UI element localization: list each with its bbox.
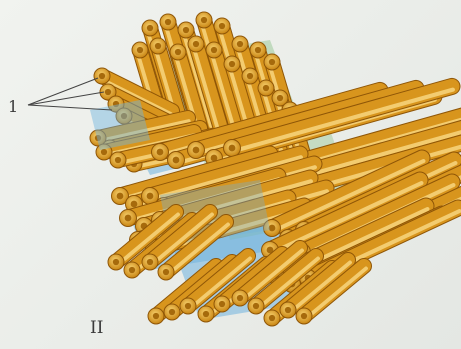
rod-hole [277, 95, 283, 101]
rod-hole [131, 201, 138, 208]
rod-hole [173, 157, 180, 164]
rod-hole [157, 149, 164, 156]
rod-hole [125, 215, 132, 222]
rod-hole [183, 27, 189, 33]
rod-hole [105, 89, 111, 95]
rod-hole [137, 47, 143, 53]
rod-hole [269, 59, 275, 65]
rod-hole [229, 61, 235, 67]
rod-hole [219, 23, 225, 29]
rod-hole [153, 313, 159, 319]
rod-hole [237, 41, 243, 47]
rod-hole [147, 259, 153, 265]
rod-hole [269, 315, 275, 321]
leader-line [28, 92, 104, 105]
rod-hole [193, 41, 199, 47]
rod-hole [99, 73, 105, 79]
rod-hole [255, 47, 261, 53]
rod-hole [263, 85, 269, 91]
rod-hole [285, 307, 291, 313]
rod-hole [203, 311, 209, 317]
rod-hole [169, 309, 175, 315]
leader-line [28, 105, 112, 110]
rod-hole [185, 303, 191, 309]
rod-hole [147, 193, 154, 200]
rod-hole [247, 73, 253, 79]
rod-hole [253, 303, 259, 309]
rod-hole [193, 147, 200, 154]
rod-hole [237, 295, 243, 301]
rod-hole [115, 157, 121, 163]
rod-hole [229, 145, 236, 152]
rod-hole [129, 267, 135, 273]
rod-hole [101, 149, 107, 155]
rod-hole [165, 19, 171, 25]
rod-hole [163, 269, 169, 275]
leader-line [28, 78, 98, 105]
rod-hole [219, 301, 225, 307]
rod-hole [175, 49, 181, 55]
rod-hole [269, 225, 276, 232]
rod-hole [201, 17, 207, 23]
rod-hole [147, 25, 153, 31]
rod-hole [211, 47, 217, 53]
callout-label: 1 [8, 97, 18, 116]
panel-label: II [90, 318, 103, 338]
rod-hole [155, 43, 161, 49]
rod-hole [113, 259, 119, 265]
rod-hole [301, 313, 307, 319]
rod-hole [117, 193, 124, 200]
